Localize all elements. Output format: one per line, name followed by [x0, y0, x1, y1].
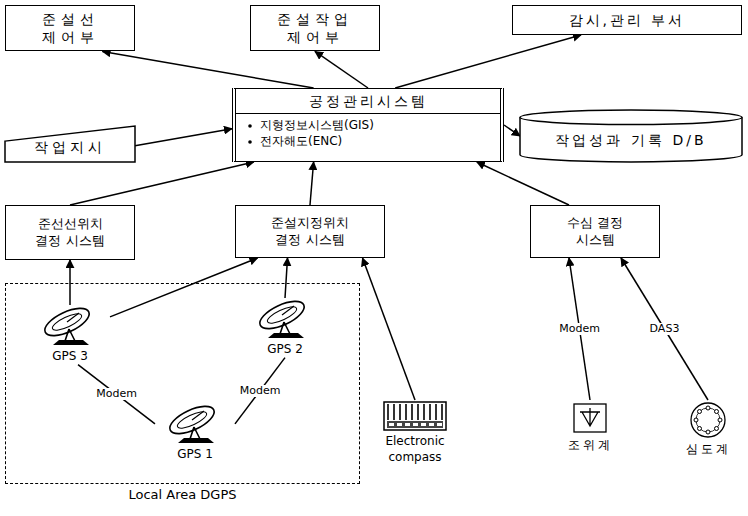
depth-icon: [688, 400, 728, 440]
process-box: 수심 결정 시스템: [530, 205, 660, 258]
bullet-text: 지형정보시스템(GIS): [260, 118, 374, 134]
database-cylinder: 작업성과 기록 D/B: [520, 110, 742, 162]
connector: [477, 162, 569, 205]
bullet-dot: [246, 121, 260, 131]
device-node: Electronic compass: [372, 400, 458, 465]
process-box: 준설작업 제어부: [250, 5, 380, 51]
process-box: 준설지정위치 결정 시스템: [235, 205, 385, 258]
device-label: GPS 1: [177, 447, 213, 463]
connector: [78, 365, 155, 424]
box-label: 준선선위치 결정 시스템: [31, 216, 109, 250]
system-title: 공정관리시스템: [236, 92, 500, 114]
connector: [235, 358, 285, 424]
bullet-dot: [246, 137, 260, 147]
box-label: 준설지정위치 결정 시스템: [266, 215, 354, 249]
connector: [395, 35, 581, 88]
connector: [504, 125, 520, 136]
device-label: 심도계: [686, 442, 731, 458]
connector: [363, 258, 416, 400]
dish-icon: [254, 298, 316, 340]
edge-label: Modem: [238, 385, 283, 397]
dish-icon: [164, 403, 226, 445]
process-box: 감시,관리 부서: [512, 5, 742, 35]
connector: [103, 51, 314, 88]
device-label: GPS 3: [52, 349, 88, 365]
input-shape: 작업지시: [5, 126, 135, 162]
compass-icon: [382, 400, 448, 432]
connector: [110, 258, 258, 317]
bullet-row: 전자해도(ENC): [236, 134, 500, 150]
device-node: GPS 2: [245, 298, 325, 358]
device-label: 조위계: [568, 438, 613, 454]
process-box: 준설선 제어부: [5, 5, 135, 51]
device-node: 조위계: [555, 400, 625, 454]
device-node: GPS 1: [155, 403, 235, 463]
box-label: 작업성과 기록 D/B: [555, 131, 706, 149]
dgps-group: Local Area DGPS GPS 3 GPS 2 GPS 1: [5, 283, 360, 508]
connector: [310, 162, 314, 205]
process-box: 준선선위치 결정 시스템: [5, 205, 135, 260]
connector: [70, 162, 254, 205]
group-label: Local Area DGPS: [5, 487, 360, 504]
connector: [135, 129, 232, 146]
box-label: 준설선 제어부: [21, 10, 119, 46]
edge-label: Modem: [94, 388, 139, 400]
box-label: 감시,관리 부서: [569, 11, 686, 29]
connector: [285, 258, 288, 298]
connector: [315, 51, 368, 88]
system-box: 공정관리시스템지형정보시스템(GIS)전자해도(ENC): [232, 88, 504, 162]
dish-icon: [39, 305, 101, 347]
bullet-row: 지형정보시스템(GIS): [236, 118, 500, 134]
device-node: GPS 3: [30, 305, 110, 365]
tide-icon: [570, 400, 610, 436]
bullet-text: 전자해도(ENC): [260, 134, 342, 150]
edge-label: DAS3: [648, 323, 682, 335]
device-label: GPS 2: [267, 342, 303, 358]
box-label: 준설작업 제어부: [263, 10, 367, 46]
connector: [621, 258, 708, 400]
box-label: 수심 결정 시스템: [561, 215, 629, 249]
device-label: Electronic compass: [372, 434, 458, 465]
device-node: 심도계: [675, 400, 741, 458]
edge-label: Modem: [557, 323, 602, 335]
box-label: 작업지시: [34, 138, 106, 156]
